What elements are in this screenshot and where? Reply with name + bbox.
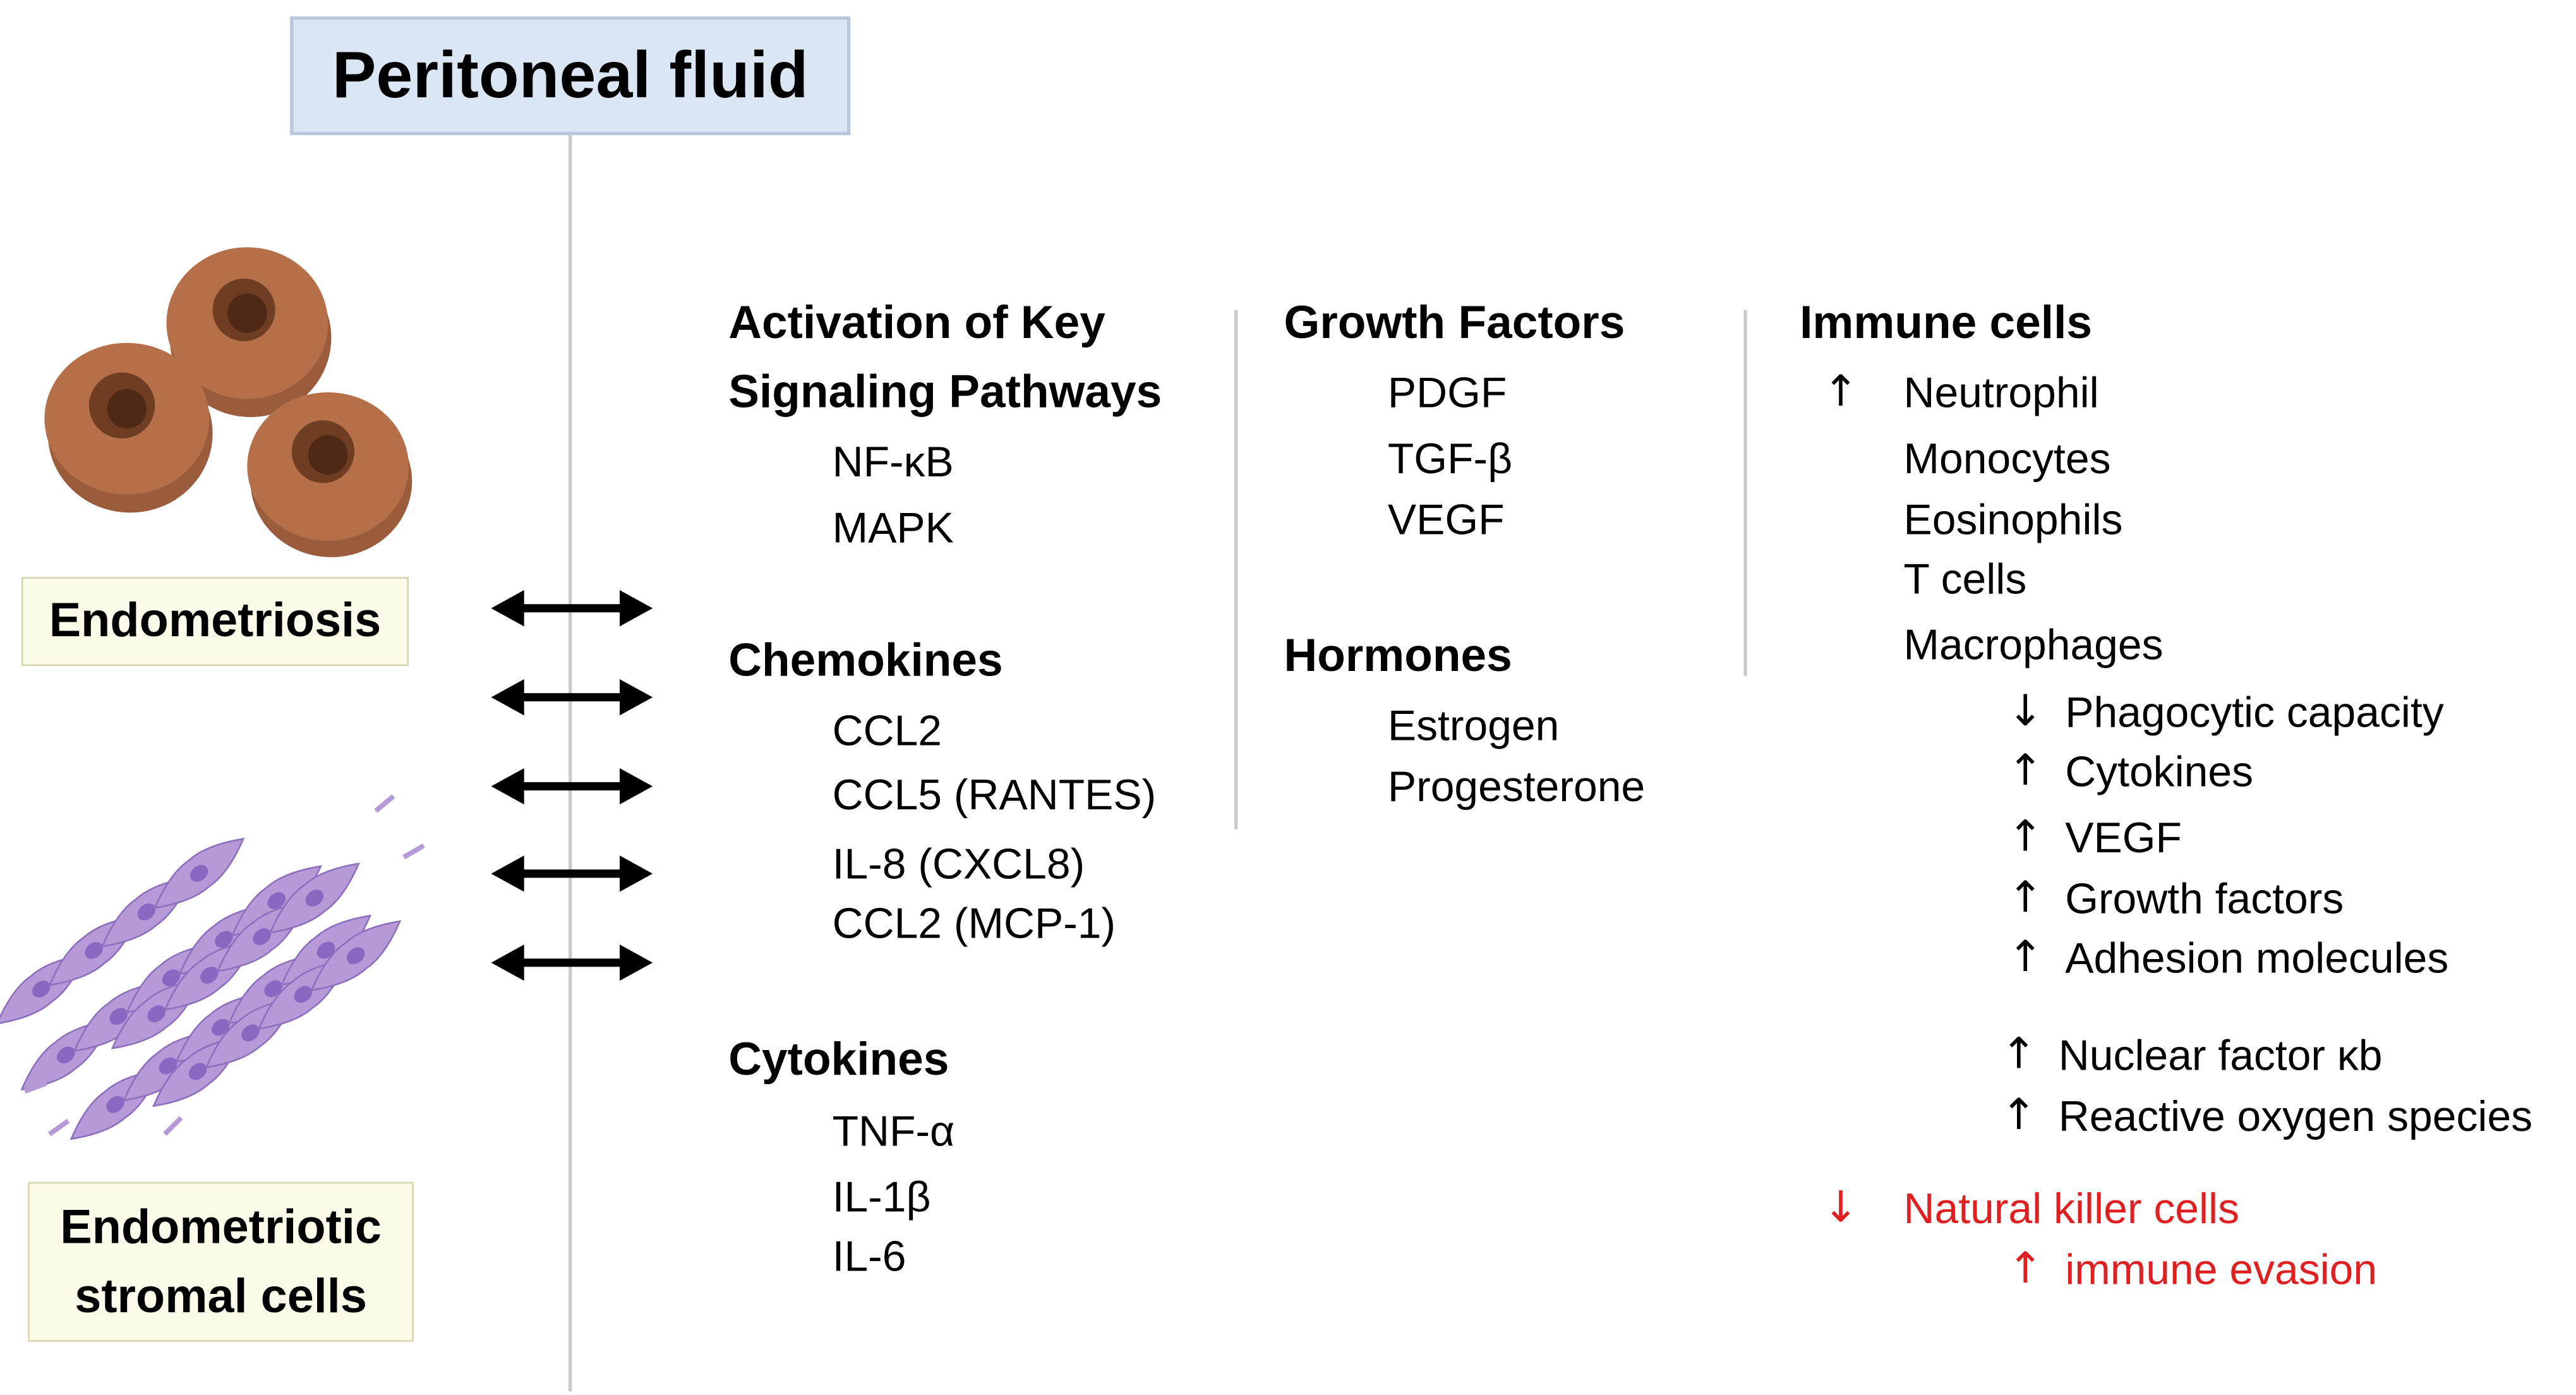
growth-factor-item: PDGF [1387, 367, 1507, 418]
column-separator-2 [1743, 310, 1747, 676]
stromal-cell-process [48, 1118, 70, 1137]
cell-2 [44, 342, 213, 513]
immune-cell-item: Macrophages [1903, 620, 2164, 670]
immune-cells-heading: Immune cells [1800, 296, 2093, 348]
natural-killer-cells-text: Natural killer cells [1903, 1183, 2240, 1233]
signaling-item: MAPK [832, 502, 954, 553]
main-divider-line [569, 135, 572, 1392]
up-arrow-icon: ↑ [2001, 1030, 2037, 1080]
immune-cell-item: T cells [1903, 553, 2027, 603]
stromal-cell-process [374, 794, 395, 813]
macrophage-effect: Phagocytic capacity [2065, 687, 2444, 737]
stromal-cell [268, 862, 360, 934]
stromal-cell-process [402, 843, 425, 860]
immune-cell-item: Monocytes [1903, 433, 2111, 483]
growth-factor-item: VEGF [1387, 494, 1505, 545]
stromal-label-line2: stromal cells [75, 1270, 367, 1323]
cell-1 [166, 247, 332, 418]
immune-evasion-text: immune evasion [2065, 1244, 2378, 1295]
title-text: Peritoneal fluid [332, 39, 809, 112]
cytokine-item: IL-6 [832, 1231, 906, 1281]
double-arrow-icon [491, 855, 653, 892]
up-arrow-icon: ↑ [2001, 1091, 2037, 1141]
stromal-cell-process [23, 1081, 47, 1094]
immune-cell-item: Neutrophil [1903, 367, 2099, 418]
double-arrow-icon [491, 945, 653, 981]
double-arrow-icon [491, 768, 653, 805]
column-separator-1 [1234, 310, 1238, 830]
stromal-label-line1: Endometriotic [60, 1200, 382, 1254]
cytokine-item: IL-1β [832, 1172, 931, 1222]
up-arrow-icon: ↑ [2007, 1244, 2043, 1295]
down-arrow-icon: ↓ [1822, 1183, 1859, 1233]
macrophage-effect: Adhesion molecules [2065, 933, 2449, 983]
stromal-cell [310, 920, 402, 992]
cell-3 [247, 392, 412, 557]
macrophage-effect: Growth factors [2065, 873, 2344, 924]
growth-factors-heading: Growth Factors [1284, 296, 1625, 348]
signaling-heading-line1: Activation of Key [728, 296, 1105, 348]
chemokine-item: CCL2 [832, 705, 942, 755]
cytokine-item: TNF-α [832, 1106, 955, 1156]
up-arrow-icon: ↑ [2007, 933, 2043, 983]
endometriotic-stromal-cells-label: Endometriotic stromal cells [28, 1181, 414, 1342]
macrophage-effect: Cytokines [2065, 746, 2254, 797]
cytokines-heading: Cytokines [728, 1033, 949, 1085]
double-arrow-icon [491, 679, 653, 716]
stromal-cell [153, 838, 245, 909]
signaling-heading-line2: Signaling Pathways [728, 366, 1162, 418]
up-arrow-icon: ↑ [2007, 812, 2043, 862]
down-arrow-icon: ↓ [2007, 687, 2043, 737]
growth-factor-item: TGF-β [1387, 433, 1513, 483]
stromal-cell-process [163, 1116, 183, 1136]
up-arrow-icon: ↑ [2007, 873, 2043, 924]
double-arrow-icon [491, 590, 653, 627]
chemokine-item: CCL2 (MCP-1) [832, 898, 1116, 948]
chemokine-item: IL-8 (CXCL8) [832, 839, 1085, 889]
endometriosis-label: Endometriosis [21, 577, 409, 667]
immune-effect: Nuclear factor κb [2058, 1030, 2383, 1080]
immune-effect: Reactive oxygen species [2058, 1091, 2533, 1141]
hormone-item: Progesterone [1387, 761, 1646, 811]
up-arrow-icon: ↑ [2007, 746, 2043, 797]
up-arrow-icon: ↑ [1822, 367, 1859, 418]
peritoneal-fluid-title: Peritoneal fluid [290, 16, 851, 135]
signaling-item: NF-κB [832, 437, 954, 486]
endometriosis-label-text: Endometriosis [49, 595, 382, 648]
immune-cell-item: Eosinophils [1903, 494, 2123, 545]
hormone-item: Estrogen [1387, 700, 1560, 751]
hormones-heading: Hormones [1284, 629, 1512, 681]
chemokine-item: CCL5 (RANTES) [832, 770, 1157, 819]
chemokines-heading: Chemokines [728, 634, 1003, 686]
macrophage-effect: VEGF [2065, 812, 2182, 862]
